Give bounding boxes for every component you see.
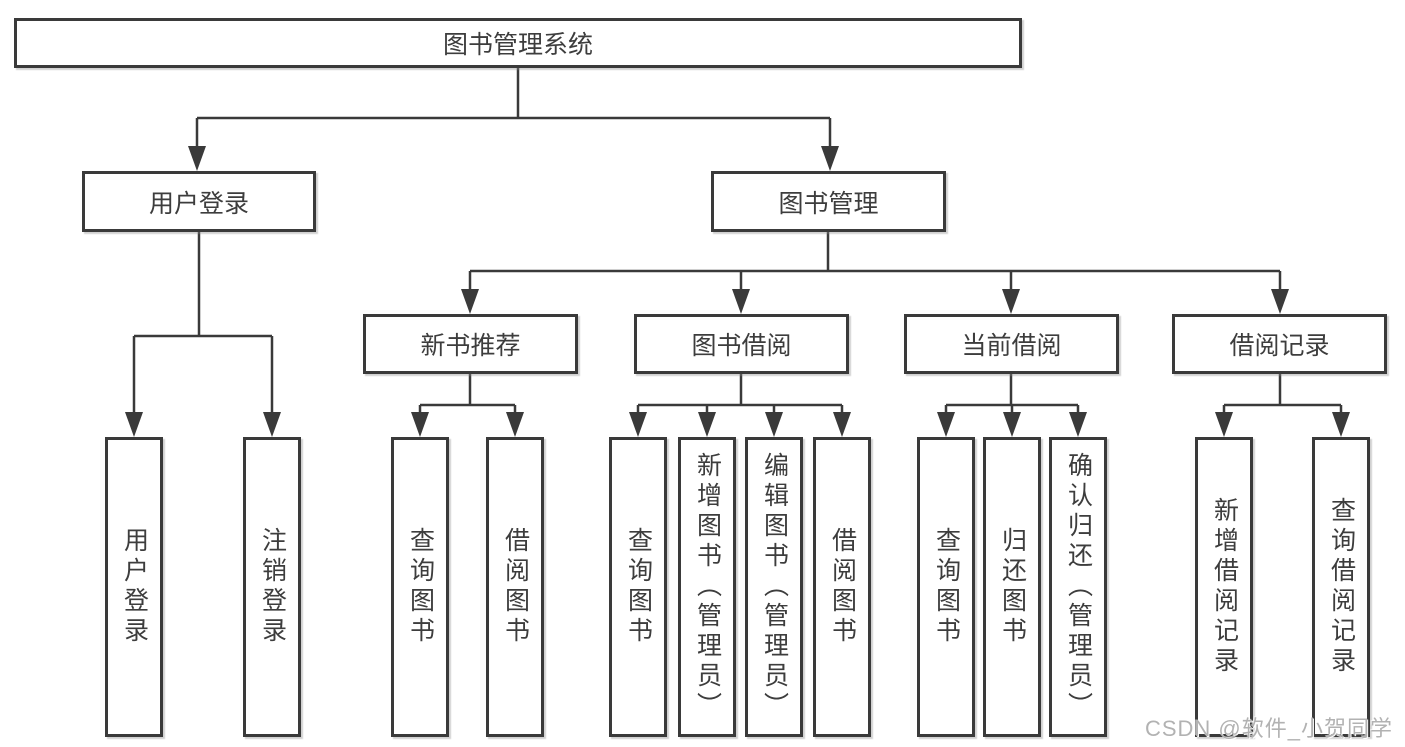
node-book-borrowing-label: 图书借阅 xyxy=(691,332,792,360)
leaf-borrow-books-borrowing: 借阅图书 xyxy=(813,437,871,737)
leaf-query-books-current-label: 查询图书 xyxy=(932,527,961,647)
leaf-edit-book-admin-label: 编辑图书（管理员） xyxy=(760,452,789,722)
leaf-confirm-return-admin: 确认归还（管理员） xyxy=(1049,437,1107,737)
leaf-query-books-borrowing: 查询图书 xyxy=(609,437,667,737)
leaf-query-books-current: 查询图书 xyxy=(917,437,975,737)
leaf-query-borrow-record: 查询借阅记录 xyxy=(1312,437,1370,737)
leaf-borrow-books-borrowing-label: 借阅图书 xyxy=(828,527,857,647)
leaf-add-borrow-record: 新增借阅记录 xyxy=(1195,437,1253,737)
node-book-borrowing: 图书借阅 xyxy=(634,314,849,374)
leaf-user-login: 用户登录 xyxy=(105,437,163,737)
leaf-add-book-admin: 新增图书（管理员） xyxy=(678,437,736,737)
node-book-management-label: 图书管理 xyxy=(778,189,879,218)
leaf-query-books-borrowing-label: 查询图书 xyxy=(624,527,653,647)
leaf-query-books-recommend-label: 查询图书 xyxy=(406,527,435,647)
watermark: CSDN @软件_小贺同学 xyxy=(1144,716,1393,741)
node-user-login-label: 用户登录 xyxy=(148,189,249,218)
leaf-add-book-admin-label: 新增图书（管理员） xyxy=(693,452,722,722)
leaf-return-books-label: 归还图书 xyxy=(998,527,1027,647)
node-current-borrowing: 当前借阅 xyxy=(904,314,1119,374)
node-root-label: 图书管理系统 xyxy=(442,31,593,59)
node-borrowing-records: 借阅记录 xyxy=(1172,314,1387,374)
node-new-book-recommend: 新书推荐 xyxy=(363,314,578,374)
leaf-borrow-books-recommend: 借阅图书 xyxy=(486,437,544,737)
leaf-logout-label: 注销登录 xyxy=(258,527,287,647)
node-current-borrowing-label: 当前借阅 xyxy=(961,332,1062,360)
node-root: 图书管理系统 xyxy=(14,18,1022,68)
node-book-management: 图书管理 xyxy=(711,171,946,232)
leaf-edit-book-admin: 编辑图书（管理员） xyxy=(745,437,803,737)
leaf-query-borrow-record-label: 查询借阅记录 xyxy=(1327,497,1356,677)
leaf-confirm-return-admin-label: 确认归还（管理员） xyxy=(1064,452,1093,722)
leaf-add-borrow-record-label: 新增借阅记录 xyxy=(1210,497,1239,677)
leaf-borrow-books-recommend-label: 借阅图书 xyxy=(501,527,530,647)
leaf-user-login-label: 用户登录 xyxy=(120,527,149,647)
node-new-book-recommend-label: 新书推荐 xyxy=(420,332,521,360)
leaf-query-books-recommend: 查询图书 xyxy=(391,437,449,737)
leaf-return-books: 归还图书 xyxy=(983,437,1041,737)
node-user-login: 用户登录 xyxy=(82,171,316,232)
leaf-logout: 注销登录 xyxy=(243,437,301,737)
node-borrowing-records-label: 借阅记录 xyxy=(1229,332,1330,360)
